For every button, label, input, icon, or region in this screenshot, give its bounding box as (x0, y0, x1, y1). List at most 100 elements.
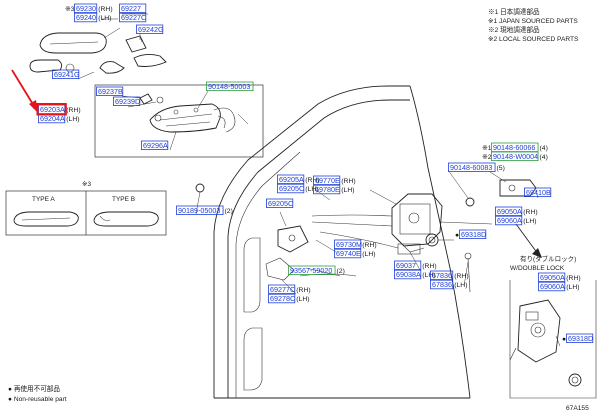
part-number[interactable]: 90189-05003 (178, 206, 220, 215)
part-label-l06[interactable]: 69239D (113, 96, 141, 107)
part-number[interactable]: 90148-W0004 (493, 152, 538, 161)
label-prefix: ※1 (482, 145, 492, 152)
part-number[interactable]: 69050A (540, 273, 565, 282)
part-number[interactable]: 67836 (432, 271, 452, 280)
part-number[interactable]: 93567-59020 (290, 266, 332, 275)
label-suffix: (LH) (566, 284, 579, 291)
label-suffix: (RH) (341, 178, 355, 185)
part-number-frame (394, 269, 422, 280)
part-number[interactable]: 69730M (336, 240, 362, 249)
part-label-l21[interactable]: 93567-59020(2) (288, 265, 345, 276)
part-number[interactable]: 69205A (279, 175, 304, 184)
part-number[interactable]: 90148-50003 (208, 82, 250, 91)
legend-line-2: ※1 JAPAN SOURCED PARTS (488, 18, 578, 25)
part-label-l04[interactable]: 69241G (52, 69, 80, 80)
part-number[interactable]: 67836 (432, 280, 452, 289)
label-suffix: (RH) (66, 107, 80, 114)
part-number[interactable]: 69237B (98, 87, 123, 96)
part-number[interactable]: 69241G (54, 70, 80, 79)
label-suffix: (RH) (362, 242, 376, 249)
part-number-frame (268, 293, 296, 304)
part-number[interactable]: 90148-60066 (493, 143, 535, 152)
part-number[interactable]: 69205C (268, 199, 293, 208)
part-number[interactable]: 69227 (121, 4, 141, 13)
part-number[interactable]: 69230 (76, 4, 96, 13)
part-number-frame (313, 175, 341, 186)
part-number[interactable]: 69037 (396, 261, 416, 270)
handle-frame-box (94, 84, 264, 158)
legend-line-4: ※2 LOCAL SOURCED PARTS (488, 36, 579, 43)
part-number-frame (74, 12, 98, 23)
part-number[interactable]: 69410B (526, 188, 551, 197)
door-lock-illustration (195, 179, 597, 399)
label-suffix: (RH) (422, 263, 436, 270)
part-number-frame (113, 96, 141, 107)
part-number[interactable]: 69050A (497, 207, 522, 216)
part-number[interactable]: 69296A (143, 141, 168, 150)
part-number-frame (119, 12, 147, 23)
part-number[interactable]: 69227C (121, 13, 146, 22)
part-label-l17[interactable]: 69410B (524, 187, 552, 198)
part-number-frame (277, 174, 305, 185)
part-label-l07[interactable]: 90148-50003 (206, 81, 254, 92)
label-suffix: (RH) (454, 273, 468, 280)
label-prefix: ※2 (482, 154, 492, 161)
part-number[interactable]: 69770E (315, 176, 340, 185)
part-number[interactable]: 69060A (540, 282, 565, 291)
part-label-l11[interactable]: 69205C (266, 198, 294, 209)
part-number[interactable]: 69203A (40, 105, 65, 114)
part-number[interactable]: 69060A (497, 216, 522, 225)
part-number[interactable]: 69239D (115, 97, 140, 106)
part-label-l16[interactable]: 90148-60083 (5) (448, 162, 505, 173)
part-number[interactable]: 69318D (461, 230, 486, 239)
label-suffix: (5) (497, 165, 505, 172)
part-label-l12[interactable]: 90189-05003(2) (176, 205, 233, 216)
part-number[interactable]: 69277C (270, 285, 295, 294)
part-number-frame (266, 198, 294, 209)
part-number[interactable]: 69780E (315, 185, 340, 194)
part-label-l09[interactable]: 69296A (141, 140, 169, 151)
door-frame-illustration (213, 85, 471, 399)
part-label-l26[interactable]: ●69318D (562, 333, 594, 344)
part-number[interactable]: 69205C (279, 184, 304, 193)
type-box-ref: ※3 (82, 181, 91, 188)
part-number[interactable]: 69740E (336, 249, 361, 258)
part-label-l03[interactable]: 69242G (136, 24, 164, 35)
part-number[interactable]: 69278C (270, 294, 295, 303)
part-number[interactable]: 69318D (568, 334, 593, 343)
part-number[interactable]: 69242G (138, 25, 164, 34)
part-number[interactable]: 69204A (40, 114, 65, 123)
part-number-frame (566, 333, 594, 344)
part-number[interactable]: 69240 (76, 13, 96, 22)
reuse-legend-en: ● Non-reusable part (8, 396, 67, 403)
part-number-frame (495, 215, 523, 226)
label-prefix: ※3 (65, 6, 75, 13)
part-label-l05[interactable]: 69237B (96, 86, 124, 97)
label-suffix: (RH) (566, 275, 580, 282)
part-number[interactable]: 69038A (396, 270, 421, 279)
part-number-frame (524, 187, 552, 198)
part-number-frame (495, 206, 523, 217)
label-suffix: (4) (540, 145, 548, 152)
label-suffix: (LH) (422, 272, 435, 279)
label-suffix: (LH) (341, 187, 354, 194)
label-suffix: (LH) (454, 282, 467, 289)
part-number-frame (206, 81, 254, 92)
part-number[interactable]: 90148-60083 (450, 163, 492, 172)
part-number-frame (538, 272, 566, 283)
part-label-l19[interactable]: ●69318D (455, 229, 487, 240)
